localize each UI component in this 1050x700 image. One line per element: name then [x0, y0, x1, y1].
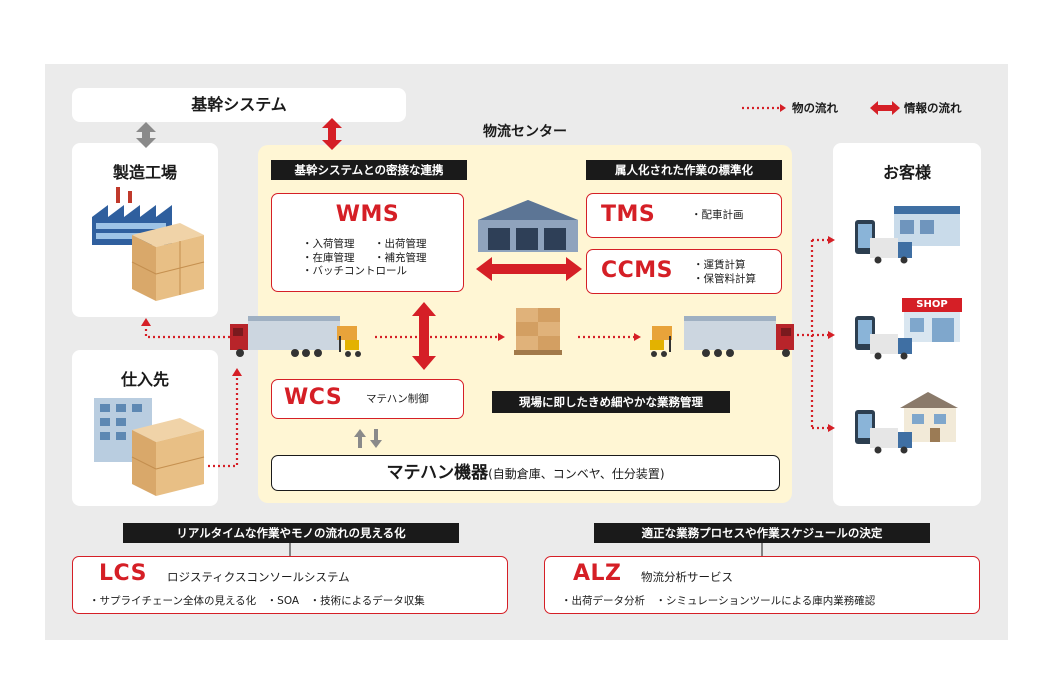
- tms-item: ・配車計画: [691, 209, 744, 221]
- alz-items: ・出荷データ分析 ・シミュレーションツールによる庫内業務確認: [561, 595, 876, 607]
- wms-item: ・入荷管理: [302, 238, 355, 250]
- legend-info-flow: 情報の流れ: [904, 101, 962, 115]
- wms-item: ・出荷管理: [374, 238, 427, 250]
- wcs-box: WCS マテハン制御: [271, 379, 464, 419]
- supplier-box: 仕入先: [72, 350, 218, 506]
- legend-material-flow: 物の流れ: [792, 101, 838, 115]
- tag-decision: 適正な業務プロセスや作業スケジュールの決定: [594, 523, 930, 543]
- materials-handling-detail: (自動倉庫、コンベヤ、仕分装置): [488, 467, 665, 481]
- cardboard-boxes-icon: [131, 418, 205, 496]
- factory-illustration: [92, 187, 205, 301]
- core-system-box: 基幹システム: [72, 88, 406, 122]
- ccms-item: ・運賃計算: [693, 259, 746, 271]
- lcs-desc: ロジスティクスコンソールシステム: [167, 570, 350, 584]
- supplier-label: 仕入先: [120, 370, 169, 389]
- tms-title: TMS: [601, 202, 656, 227]
- cardboard-boxes-icon: [131, 223, 205, 301]
- alz-title: ALZ: [573, 561, 622, 586]
- materials-handling-name: マテハン機器: [386, 463, 489, 483]
- wms-item: ・バッチコントロール: [302, 265, 407, 277]
- legend-icons: [742, 101, 900, 115]
- ccms-box: CCMS ・運賃計算 ・保管料計算: [586, 249, 782, 294]
- double-arrow-icon: [870, 101, 900, 115]
- wms-title: WMS: [335, 202, 400, 227]
- wms-box: WMS ・入荷管理 ・出荷管理 ・在庫管理 ・補充管理 ・バッチコントロール: [271, 193, 464, 292]
- tag-realtime: リアルタイムな作業やモノの流れの見える化: [123, 523, 459, 543]
- wcs-title: WCS: [284, 385, 343, 410]
- wcs-desc: マテハン制御: [366, 393, 429, 405]
- supplier-illustration: [94, 398, 205, 496]
- core-system-label: 基幹システム: [191, 95, 287, 114]
- legend: 物の流れ 情報の流れ: [740, 98, 990, 118]
- wms-items: ・入荷管理 ・出荷管理 ・在庫管理 ・補充管理 ・バッチコントロール: [302, 238, 452, 279]
- factory-label: 製造工場: [112, 163, 177, 182]
- wms-item: ・補充管理: [374, 251, 427, 264]
- alz-box: ALZ 物流分析サービス ・出荷データ分析 ・シミュレーションツールによる庫内業…: [544, 556, 980, 614]
- office-building-icon: [94, 398, 152, 462]
- alz-desc: 物流分析サービス: [641, 570, 733, 584]
- factory-box: 製造工場: [72, 143, 218, 317]
- lcs-title: LCS: [99, 561, 147, 586]
- lcs-items: ・サプライチェーン全体の見える化 ・SOA ・技術によるデータ収集: [89, 595, 425, 607]
- shop-sign: SHOP: [916, 299, 948, 310]
- wms-item: ・在庫管理: [302, 251, 355, 264]
- ccms-title: CCMS: [601, 258, 674, 283]
- materials-handling-box: マテハン機器(自動倉庫、コンベヤ、仕分装置): [271, 455, 780, 491]
- dotted-arrow-icon: [742, 104, 786, 112]
- ccms-item: ・保管料計算: [693, 272, 756, 285]
- ccms-items: ・運賃計算 ・保管料計算: [693, 259, 756, 286]
- customer-box: お客様: [833, 143, 981, 506]
- customer-label: お客様: [882, 163, 931, 182]
- tag-onsite: 現場に即したきめ細やかな業務管理: [492, 391, 730, 413]
- center-title: 物流センター: [483, 124, 567, 140]
- tag-standardization: 属人化された作業の標準化: [586, 160, 782, 180]
- lcs-box: LCS ロジスティクスコンソールシステム ・サプライチェーン全体の見える化 ・S…: [72, 556, 508, 614]
- tag-integration: 基幹システムとの密接な連携: [271, 160, 467, 180]
- tms-box: TMS ・配車計画: [586, 193, 782, 238]
